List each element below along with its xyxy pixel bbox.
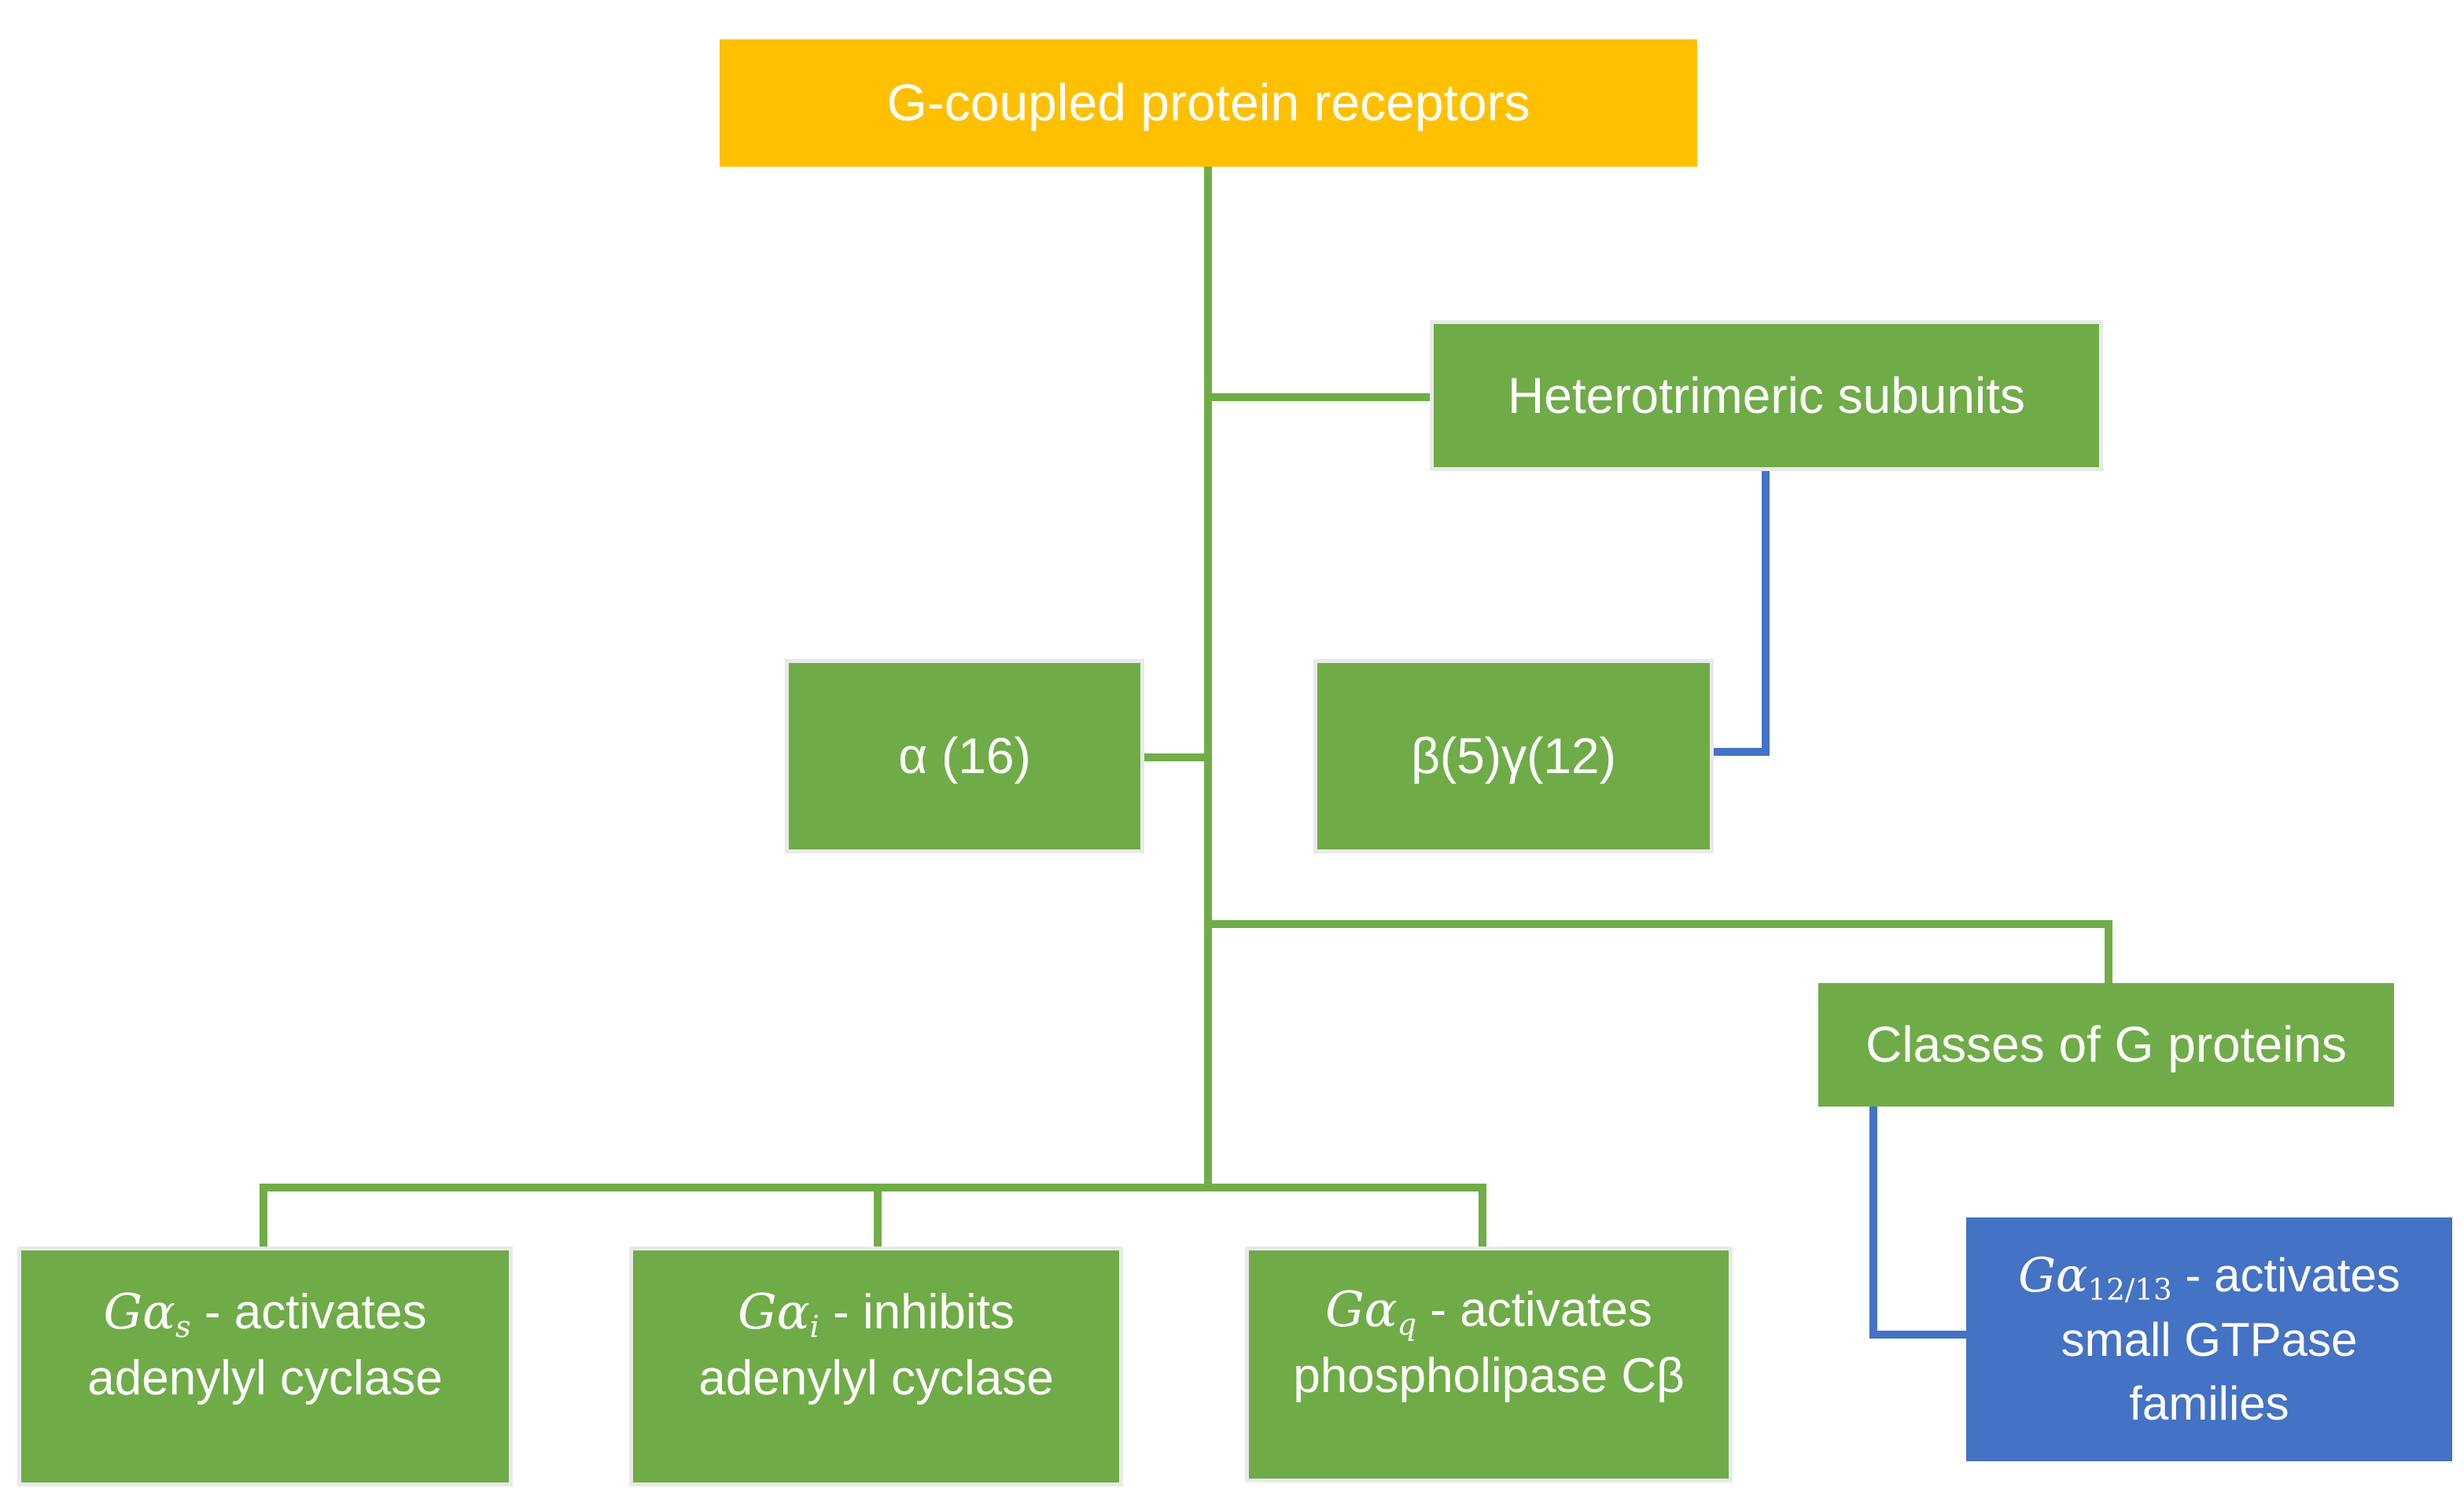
connector-classes-branch-horizontal (1208, 920, 2112, 928)
node-gaq: Gαq - activates phospholipase Cβ (1245, 1247, 1733, 1482)
gas-line2: adenylyl cyclase (87, 1350, 443, 1405)
connector-classes-to-ga1213-vertical (1869, 1107, 1877, 1339)
node-alpha-label: α (16) (898, 727, 1031, 785)
ga12-13-line3: families (2129, 1377, 2289, 1430)
node-alpha: α (16) (785, 659, 1144, 853)
connector-heterotrimeric-to-betagamma-vertical (1762, 471, 1770, 756)
ga12-13-subscript: 12/13 (2087, 1272, 2172, 1307)
node-gas-label: Gαs - activates adenylyl cyclase (87, 1279, 442, 1411)
connector-heterotrimeric-branch (1208, 393, 1430, 401)
node-ga12-13-label: Gα12/13 - activates small GTPase familie… (2018, 1243, 2400, 1435)
connector-drop-gas (260, 1188, 267, 1247)
node-gai: Gαi - inhibits adenylyl cyclase (629, 1247, 1123, 1486)
node-classes-label: Classes of G proteins (1865, 1016, 2347, 1074)
node-beta-gamma: β(5)γ(12) (1313, 659, 1714, 853)
ga12-13-line2: small GTPase (2061, 1313, 2358, 1366)
connector-bottom-horizontal (260, 1184, 1486, 1191)
gas-subscript: s (175, 1309, 191, 1345)
connector-classes-to-ga1213-horizontal (1869, 1331, 1966, 1339)
gai-subscript: i (809, 1309, 819, 1345)
gas-suffix: - activates (190, 1284, 427, 1339)
node-heterotrimeric-subunits: Heterotrimeric subunits (1430, 320, 2103, 471)
node-gas: Gαs - activates adenylyl cyclase (17, 1247, 513, 1486)
connector-drop-gaq (1479, 1188, 1486, 1247)
gaq-suffix: - activates (1416, 1283, 1652, 1338)
gaq-line2: phospholipase Cβ (1293, 1349, 1685, 1403)
node-classes-of-g-proteins: Classes of G proteins (1818, 983, 2394, 1107)
connector-heterotrimeric-to-betagamma-horizontal (1714, 748, 1770, 756)
gai-suffix: - inhibits (819, 1284, 1015, 1339)
node-gaq-label: Gαq - activates phospholipase Cβ (1293, 1276, 1685, 1409)
node-gai-label: Gαi - inhibits adenylyl cyclase (698, 1279, 1053, 1411)
connector-alpha-branch (1144, 753, 1212, 761)
connector-main-vertical (1204, 165, 1212, 1188)
node-beta-gamma-label: β(5)γ(12) (1411, 727, 1616, 785)
gai-math-base: Gα (738, 1282, 810, 1340)
gaq-subscript: q (1397, 1307, 1417, 1343)
ga12-13-math-base: Gα (2018, 1248, 2088, 1303)
gai-line2: adenylyl cyclase (698, 1350, 1054, 1405)
node-root: G-coupled protein receptors (720, 39, 1697, 167)
node-ga12-13: Gα12/13 - activates small GTPase familie… (1966, 1217, 2452, 1461)
node-heterotrimeric-label: Heterotrimeric subunits (1508, 366, 2025, 424)
connector-drop-gai (874, 1188, 882, 1247)
gaq-math-base: Gα (1325, 1280, 1398, 1339)
ga12-13-suffix: - activates (2171, 1249, 2400, 1302)
node-root-label: G-coupled protein receptors (886, 73, 1530, 132)
gas-math-base: Gα (103, 1282, 175, 1340)
connector-classes-branch-vertical (2105, 924, 2112, 983)
